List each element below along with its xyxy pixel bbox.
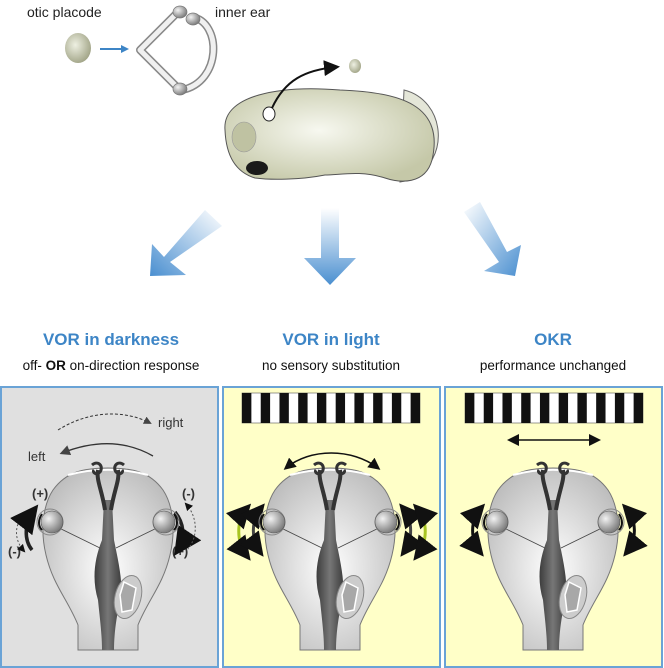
ear-vesicle-icon xyxy=(113,574,143,620)
grating-black-stripe xyxy=(596,393,606,423)
grating-black-stripe xyxy=(633,393,643,423)
left-rotation-arrow-icon xyxy=(59,442,154,457)
subtitle-part: on-direction response xyxy=(65,358,200,373)
panel-title-darkness: VOR in darkness xyxy=(42,330,180,349)
grating-black-stripe xyxy=(316,393,327,423)
inner-ear-icon xyxy=(136,5,218,96)
grating-black-stripe xyxy=(373,393,383,423)
panel-subtitle-light: no sensory substitution xyxy=(261,358,401,373)
grating-black-stripe xyxy=(577,393,587,423)
grating-black-stripe xyxy=(354,393,364,423)
grating-black-stripe xyxy=(391,393,402,423)
grating-black-stripe xyxy=(242,393,252,423)
grating-black-stripe xyxy=(521,393,531,423)
grating-black-stripe xyxy=(539,393,550,423)
arrow-to-okr-icon xyxy=(464,202,521,276)
eye-arrow-right-icon xyxy=(621,503,648,557)
arrow-to-light-icon xyxy=(304,208,356,285)
left-label: left xyxy=(28,449,46,464)
larva-head-icon xyxy=(258,461,402,651)
inner-ear-label: inner ear xyxy=(215,4,271,20)
gray-arrow-right-icon xyxy=(399,503,425,557)
grating-black-stripe xyxy=(260,393,271,423)
eye-left-icon xyxy=(258,508,286,536)
panel-subtitle-okr: performance unchanged xyxy=(479,358,627,373)
minus-label-right: (-) xyxy=(182,486,195,501)
grating-black-stripe xyxy=(298,393,308,423)
otic-placode-label: otic placode xyxy=(27,4,102,20)
grating-black-stripe xyxy=(502,393,512,423)
larva-head-icon xyxy=(481,461,625,651)
green-arrow-left-icon xyxy=(225,503,252,561)
grating-black-stripe xyxy=(410,393,420,423)
arrow-to-darkness-icon xyxy=(150,210,222,276)
head-rotation-arrow-icon xyxy=(283,452,381,470)
subtitle-part: off- xyxy=(22,358,46,373)
eye-left-icon xyxy=(36,508,64,536)
grating-stripes-light xyxy=(241,392,421,424)
ear-vesicle-icon xyxy=(335,574,365,620)
plus-label-left: (+) xyxy=(32,486,48,501)
subtitle-bold-or: OR xyxy=(45,358,66,373)
ear-vesicle-icon xyxy=(558,574,588,620)
embryo-icon xyxy=(224,59,439,183)
panel-title-okr: OKR xyxy=(534,330,572,349)
eye-right-icon xyxy=(374,508,402,536)
panel-subtitle-darkness: off- OR on-direction response xyxy=(0,358,222,373)
grating-black-stripe xyxy=(465,393,475,423)
eye-right-icon xyxy=(597,508,625,536)
right-label: right xyxy=(158,415,184,430)
grating-black-stripe xyxy=(483,393,494,423)
otic-placode-icon xyxy=(65,33,91,63)
right-rotation-arrow-icon xyxy=(57,413,152,431)
grating-stripes-okr xyxy=(464,392,644,424)
eye-left-icon xyxy=(481,508,509,536)
panel-title-light: VOR in light xyxy=(282,330,380,349)
grating-black-stripe xyxy=(335,393,346,423)
eye-right-icon xyxy=(152,508,180,536)
larva-head-icon xyxy=(36,461,180,651)
grating-black-stripe xyxy=(558,393,569,423)
green-arrow-right-icon xyxy=(412,503,439,561)
grating-black-stripe xyxy=(614,393,625,423)
minus-label-left: (-) xyxy=(8,544,21,559)
grating-black-stripe xyxy=(279,393,289,423)
gray-arrow-left-icon xyxy=(239,503,265,557)
eye-arrow-left-icon xyxy=(459,503,486,557)
